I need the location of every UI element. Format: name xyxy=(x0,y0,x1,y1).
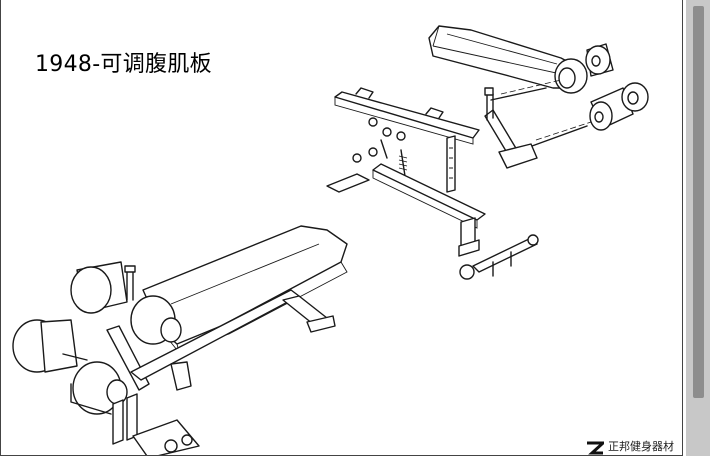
exploded-parts-illustration xyxy=(326,25,649,280)
brand-name: 正邦健身器材 xyxy=(608,440,674,453)
exploded-lower-rollers xyxy=(589,82,649,131)
assembled-lower-rollers xyxy=(12,319,128,415)
page-title: 1948-可调腹肌板 xyxy=(35,52,212,77)
exploded-top-frame xyxy=(334,87,538,169)
assembled-frame xyxy=(70,289,336,455)
brand-z-logo-icon xyxy=(587,441,604,455)
exploded-upper-rollers xyxy=(554,43,614,94)
document-page: 1948-可调腹肌板 xyxy=(0,0,683,456)
exploded-base-beam xyxy=(326,163,486,257)
exploded-hardware xyxy=(352,117,456,193)
assembled-upper-rollers xyxy=(70,261,182,345)
scrollbar-thumb[interactable] xyxy=(693,6,704,398)
exploded-foot-support xyxy=(459,234,539,280)
assembled-bench-illustration xyxy=(12,225,348,455)
brand-footer: 正邦健身器材 xyxy=(586,439,674,455)
